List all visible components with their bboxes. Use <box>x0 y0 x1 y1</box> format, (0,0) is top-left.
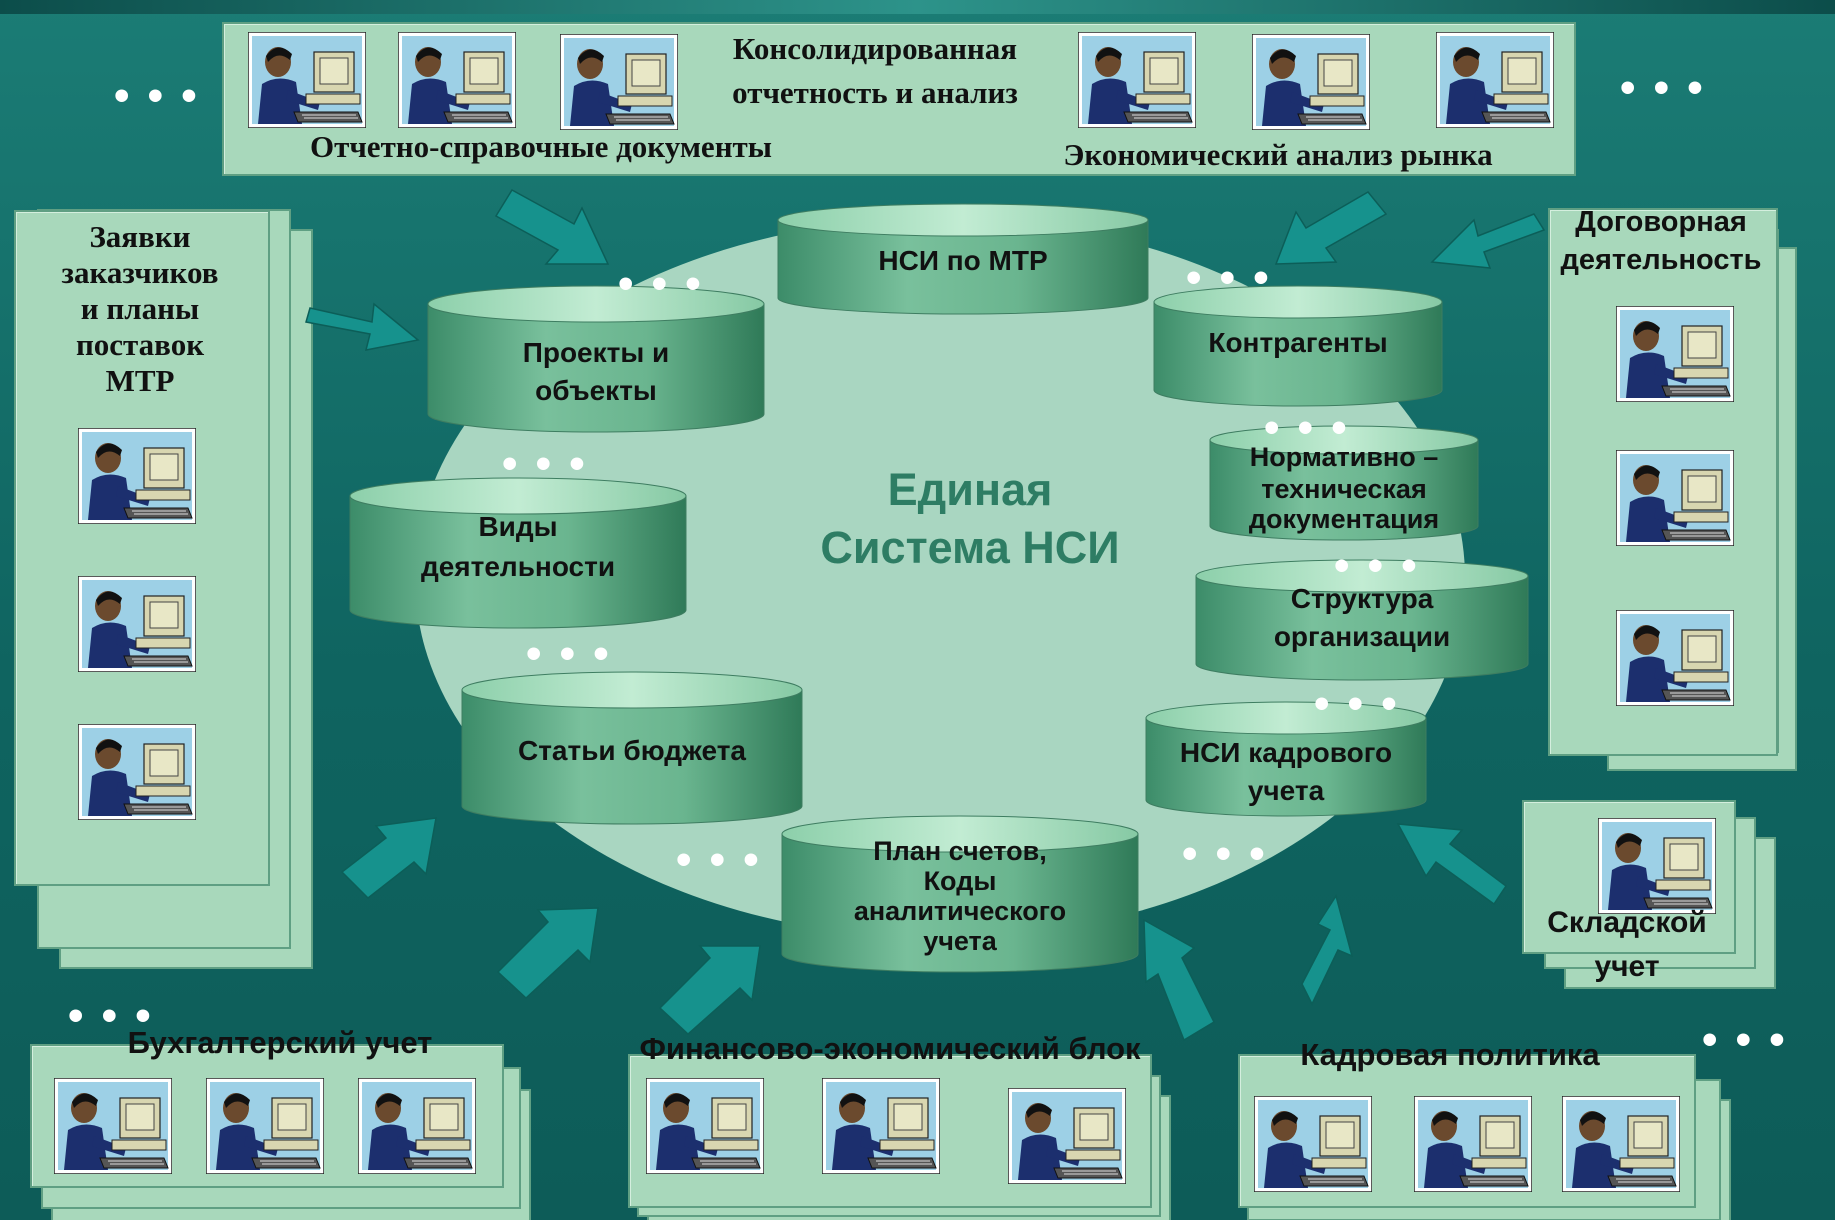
db-normative-label-line2: техническая <box>1261 474 1427 504</box>
db-accounts-label-line3: аналитического <box>853 896 1067 926</box>
ellipsis: • • • <box>1264 403 1350 452</box>
db-activity-label-line1: Виды <box>478 511 558 542</box>
workstation-icon <box>646 1078 764 1174</box>
left-panel-title-line3: и планы <box>80 291 200 326</box>
workstation-icon <box>1078 32 1196 128</box>
ellipsis: • • • <box>1182 829 1268 878</box>
left-panel-title-line1: Заявки <box>89 219 191 254</box>
center-title-line1: Единая <box>887 464 1053 515</box>
left-panel <box>14 210 270 886</box>
db-hr-label-line1: НСИ кадрового <box>1179 737 1393 768</box>
top-panel-title-line1: Консолидированная <box>732 31 1018 66</box>
db-projects-label-line1: Проекты и <box>522 337 670 368</box>
db-structure-label-line1: Структура <box>1290 583 1434 614</box>
flow-arrows <box>305 188 1546 1042</box>
workstation-icon <box>248 32 366 128</box>
ellipsis: • • • <box>68 991 154 1040</box>
workstation-icon <box>78 428 196 524</box>
top-right-label: Экономический анализ рынка <box>1063 137 1493 172</box>
left-panel-title-line2: заказчиков <box>61 255 219 290</box>
warehouse-title-line2: учет <box>1594 950 1660 983</box>
db-nsi-mtr-label: НСИ по МТР <box>878 245 1048 276</box>
workstation-icon <box>54 1078 172 1174</box>
ellipsis: • • • <box>1334 541 1420 590</box>
ellipsis: • • • <box>1620 63 1706 112</box>
db-accounts-label-line2: Коды <box>923 866 997 896</box>
workstation-icon <box>78 576 196 672</box>
db-normative-label-line3: документация <box>1248 504 1440 534</box>
workstation-icon <box>358 1078 476 1174</box>
db-hr-label-line2: учета <box>1247 775 1325 806</box>
ellipsis: • • • <box>1186 253 1272 302</box>
db-contragents-label: Контрагенты <box>1208 327 1388 358</box>
workstation-icon <box>560 34 678 130</box>
db-projects <box>427 285 765 433</box>
ellipsis: • • • <box>114 71 200 120</box>
db-cylinders <box>349 203 1529 973</box>
workstation-icon <box>1414 1096 1532 1192</box>
top-panel-title-line2: отчетность и анализ <box>732 75 1018 110</box>
ellipsis: • • • <box>1702 1015 1788 1064</box>
warehouse-title-line1: Складской <box>1547 906 1707 939</box>
db-accounts-label-line4: учета <box>923 926 997 956</box>
db-normative <box>1209 425 1479 541</box>
workstation-icon <box>1616 306 1734 402</box>
workstation-icon <box>1008 1088 1126 1184</box>
ellipsis: • • • <box>676 835 762 884</box>
right-panel-title-line2: деятельность <box>1560 244 1762 276</box>
workstation-icon <box>1436 32 1554 128</box>
db-structure-label-line2: организации <box>1273 621 1451 652</box>
accounting-title: Бухгалтерский учет <box>127 1025 433 1060</box>
ellipsis: • • • <box>526 629 612 678</box>
workstation-icon <box>822 1078 940 1174</box>
db-normative-label-line1: Нормативно – <box>1249 442 1439 472</box>
workstation-icon <box>1616 450 1734 546</box>
db-activity-label-line2: деятельности <box>420 551 616 582</box>
db-nsi-mtr <box>777 203 1149 315</box>
center-title-line2: Система НСИ <box>820 522 1120 573</box>
workstation-icon <box>1254 1096 1372 1192</box>
personnel-title: Кадровая политика <box>1300 1037 1600 1072</box>
ellipsis: • • • <box>618 259 704 308</box>
finance-title: Финансово-экономический блок <box>639 1031 1141 1066</box>
db-accounts-label-line1: План счетов, <box>873 836 1047 866</box>
workstation-icon <box>78 724 196 820</box>
db-contragents <box>1153 285 1443 407</box>
db-projects-label-line2: объекты <box>535 375 657 406</box>
ellipsis: • • • <box>1314 679 1400 728</box>
workstation-icon <box>1562 1096 1680 1192</box>
db-activity <box>349 477 687 629</box>
top-decor-band <box>0 0 1835 14</box>
workstation-icon <box>398 32 516 128</box>
db-structure <box>1195 559 1529 681</box>
workstation-icon <box>1616 610 1734 706</box>
workstation-icon <box>1598 818 1716 914</box>
top-left-label: Отчетно-справочные документы <box>309 129 772 164</box>
left-panel-title-line5: МТР <box>105 363 175 398</box>
right-panel-title-line1: Договорная <box>1575 206 1747 238</box>
ellipsis: • • • <box>502 439 588 488</box>
db-budget-label: Статьи бюджета <box>517 735 746 766</box>
db-budget <box>461 671 803 825</box>
db-accounts <box>781 815 1139 973</box>
workstation-icon <box>206 1078 324 1174</box>
workstation-icon <box>1252 34 1370 130</box>
db-hr <box>1145 701 1427 817</box>
left-panel-title-line4: поставок <box>75 327 205 362</box>
